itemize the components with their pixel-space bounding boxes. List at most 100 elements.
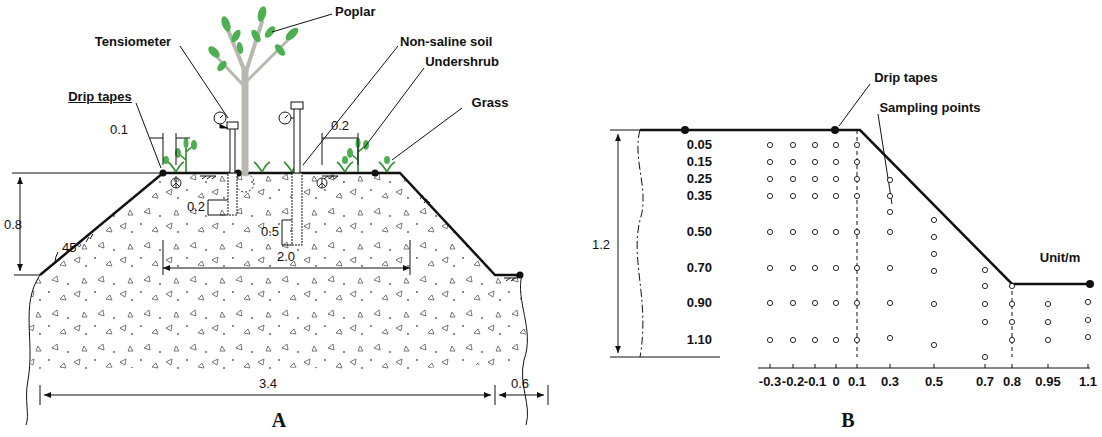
sampling-point	[833, 193, 838, 198]
sampling-point	[931, 234, 936, 239]
sampling-point	[1045, 301, 1050, 306]
part-label: Tensiometer	[95, 35, 171, 49]
dimension: 0.2	[331, 119, 349, 133]
sampling-point	[887, 265, 892, 270]
sampling-point	[812, 142, 817, 147]
sampling-point	[790, 193, 795, 198]
sampling-point	[1085, 317, 1090, 322]
dimension: 0.5	[261, 225, 279, 239]
axis-label: 0.1	[848, 375, 866, 389]
part-label: Sampling points	[879, 101, 980, 115]
sampling-point	[833, 142, 838, 147]
dimension: 3.4	[259, 377, 277, 391]
sampling-point	[887, 209, 892, 214]
sampling-point	[887, 229, 892, 234]
part-label: Drip tapes	[68, 90, 132, 104]
sampling-point	[982, 301, 987, 306]
sampling-point	[833, 337, 838, 342]
sampling-point	[767, 142, 772, 147]
sampling-point	[887, 193, 892, 198]
depth-label: 0.35	[687, 189, 712, 203]
sampling-point	[854, 193, 859, 198]
part-label: Drip tapes	[874, 71, 938, 85]
axis-label: -0.2	[782, 375, 804, 389]
sampling-point	[1009, 337, 1014, 342]
depth-label: 0.90	[687, 296, 712, 310]
sampling-point	[931, 268, 936, 273]
sampling-point	[767, 337, 772, 342]
sampling-point	[982, 354, 987, 359]
depth-label: 0.05	[687, 138, 712, 152]
panel-label: B	[841, 409, 854, 431]
sampling-point	[854, 229, 859, 234]
dimension: 1.2	[592, 238, 610, 252]
sampling-point	[790, 176, 795, 181]
sampling-point	[767, 300, 772, 305]
sampling-point	[854, 159, 859, 164]
sampling-point	[1009, 283, 1014, 288]
sampling-point	[767, 265, 772, 270]
sampling-point	[812, 229, 817, 234]
sampling-point	[767, 159, 772, 164]
sampling-point	[982, 283, 987, 288]
sampling-point	[812, 193, 817, 198]
sampling-point	[887, 300, 892, 305]
sampling-point	[833, 265, 838, 270]
axis-label: 0.5	[925, 375, 943, 389]
sampling-point	[854, 142, 859, 147]
axis-label: 1.1	[1079, 375, 1097, 389]
sampling-point	[854, 265, 859, 270]
sampling-point	[767, 176, 772, 181]
unit-label: Unit/m	[1040, 251, 1080, 265]
sampling-point	[812, 265, 817, 270]
sampling-point	[887, 335, 892, 340]
sampling-point	[982, 319, 987, 324]
dimension: 0.6	[511, 377, 529, 391]
sampling-point	[1045, 319, 1050, 324]
sampling-point	[1009, 301, 1014, 306]
sampling-point	[790, 265, 795, 270]
part-label: Non-saline soil	[400, 35, 492, 49]
sampling-point	[1009, 319, 1014, 324]
sampling-point	[833, 229, 838, 234]
part-label: Grass	[472, 96, 509, 110]
sampling-point	[931, 342, 936, 347]
sampling-point	[1085, 334, 1090, 339]
sampling-point	[887, 177, 892, 182]
depth-label: 0.50	[687, 225, 712, 239]
sampling-point	[1085, 299, 1090, 304]
dimension: 2.0	[277, 250, 295, 264]
depth-label: 0.15	[687, 155, 712, 169]
sampling-point	[833, 176, 838, 181]
depth-label: 0.70	[687, 261, 712, 275]
sampling-point	[767, 229, 772, 234]
sampling-point	[767, 193, 772, 198]
sampling-point	[812, 300, 817, 305]
axis-label: -0.1	[804, 375, 826, 389]
sampling-point	[790, 159, 795, 164]
sampling-point	[812, 176, 817, 181]
sampling-point	[790, 337, 795, 342]
part-label: Poplar	[335, 5, 375, 19]
sampling-point	[931, 217, 936, 222]
dimension: 0.2	[187, 200, 205, 214]
sampling-point	[1045, 337, 1050, 342]
sampling-point	[833, 300, 838, 305]
sampling-point	[854, 176, 859, 181]
axis-label: -0.3	[759, 375, 781, 389]
dimension: 0.1	[110, 123, 128, 137]
sampling-point	[812, 159, 817, 164]
sampling-point	[790, 142, 795, 147]
sampling-point	[833, 159, 838, 164]
sampling-point	[982, 267, 987, 272]
axis-label: 0	[832, 375, 839, 389]
sampling-point	[812, 337, 817, 342]
part-label: Undershrub	[425, 55, 499, 69]
dimension: 0.8	[4, 218, 22, 232]
axis-label: 0.95	[1035, 375, 1060, 389]
depth-label: 0.25	[687, 172, 712, 186]
sampling-point	[790, 229, 795, 234]
sampling-point	[854, 337, 859, 342]
